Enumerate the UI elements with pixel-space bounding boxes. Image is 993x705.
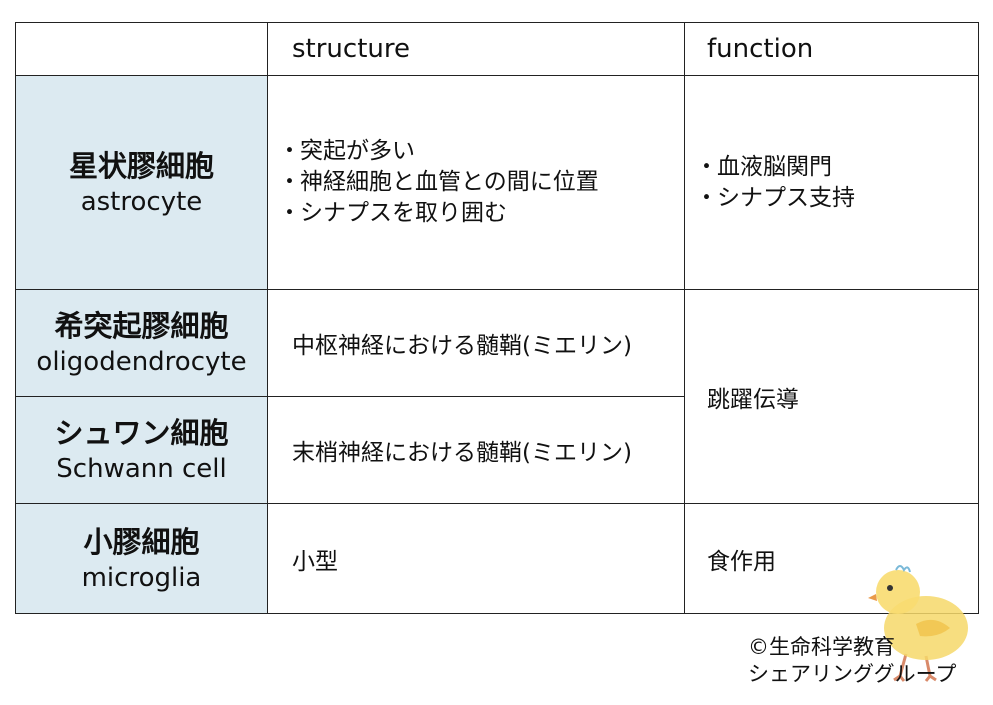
glial-cell-table: structure function 星状膠細胞 astrocyte ・突起が多… — [15, 22, 979, 614]
row-astrocyte: 星状膠細胞 astrocyte ・突起が多い ・神経細胞と血管との間に位置 ・シ… — [15, 75, 979, 290]
name-cell-oligodendrocyte: 希突起膠細胞 oligodendrocyte — [15, 289, 268, 397]
list-item: ・シナプスを取り囲む — [278, 200, 507, 226]
header-structure: structure — [292, 34, 410, 64]
header-row: structure function — [15, 22, 979, 76]
structure-text: 末梢神経における髄鞘(ミエリン) — [292, 440, 632, 466]
function-text: 食作用 — [707, 548, 776, 575]
chick-illustration-icon — [868, 565, 968, 682]
structure-text: 小型 — [292, 548, 338, 575]
copyright-notice: ©生命科学教育 シェアリンググループ — [748, 634, 956, 688]
cell-name-en: Schwann cell — [56, 454, 227, 484]
row-oligodendrocyte: 希突起膠細胞 oligodendrocyte 中枢神経における髄鞘(ミエリン) … — [15, 289, 979, 504]
structure-cell-astrocyte: ・突起が多い ・神経細胞と血管との間に位置 ・シナプスを取り囲む — [267, 75, 685, 290]
name-cell-astrocyte: 星状膠細胞 astrocyte — [15, 75, 268, 290]
list-item: ・突起が多い — [278, 138, 415, 164]
function-list: ・血液脳関門 ・シナプス支持 — [685, 152, 978, 214]
cell-name-jp: 小膠細胞 — [83, 524, 200, 559]
row-schwann: シュワン細胞 Schwann cell 末梢神経における髄鞘(ミエリン) — [15, 396, 979, 504]
row-microglia: 小膠細胞 microglia 小型 食作用 — [15, 503, 979, 614]
structure-text: 中枢神経における髄鞘(ミエリン) — [292, 333, 632, 359]
cell-name-jp: シュワン細胞 — [54, 416, 229, 450]
cell-name-jp: 星状膠細胞 — [68, 148, 214, 183]
list-item: ・シナプス支持 — [695, 184, 855, 211]
function-cell-shared: 跳躍伝導 — [684, 289, 979, 504]
function-cell-astrocyte: ・血液脳関門 ・シナプス支持 — [684, 75, 979, 290]
structure-cell-microglia: 小型 — [267, 503, 685, 614]
header-function: function — [707, 34, 814, 64]
structure-cell-oligodendrocyte: 中枢神経における髄鞘(ミエリン) — [267, 289, 685, 397]
cell-name-jp: 希突起膠細胞 — [54, 309, 229, 343]
copyright-line-2: シェアリンググループ — [748, 662, 957, 686]
function-cell-microglia: 食作用 — [684, 503, 979, 614]
list-item: ・神経細胞と血管との間に位置 — [278, 169, 599, 195]
header-function-cell: function — [684, 22, 979, 76]
name-cell-schwann: シュワン細胞 Schwann cell — [15, 396, 268, 504]
list-item: ・血液脳関門 — [695, 153, 832, 180]
name-cell-microglia: 小膠細胞 microglia — [15, 503, 268, 614]
structure-list: ・突起が多い ・神経細胞と血管との間に位置 ・シナプスを取り囲む — [268, 136, 684, 229]
copyright-line-1: ©生命科学教育 — [748, 635, 895, 659]
header-structure-cell: structure — [267, 22, 685, 76]
structure-cell-schwann: 末梢神経における髄鞘(ミエリン) — [267, 396, 685, 504]
cell-name-en: astrocyte — [80, 186, 203, 217]
cell-name-en: microglia — [81, 562, 202, 593]
cell-name-en: oligodendrocyte — [36, 347, 247, 377]
header-empty-cell — [15, 22, 268, 76]
function-text: 跳躍伝導 — [707, 386, 799, 413]
